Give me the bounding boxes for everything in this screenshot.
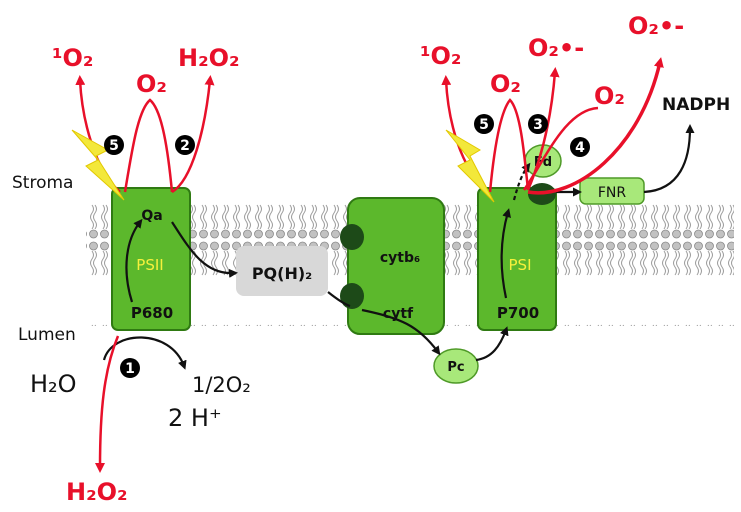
svg-text:5: 5 [479,117,489,133]
lightning-bolt-psi-icon [445,129,495,203]
loop-o2-right [488,98,530,193]
lumen-label: Lumen [18,325,76,345]
svg-text:2: 2 [180,138,190,154]
arrow-qa-pq [171,221,238,278]
marker-5-psii: 5 [104,135,124,155]
pq-box [236,246,328,296]
psii-complex [111,187,191,331]
cytb6-heme [340,224,364,250]
marker-4: 4 [570,137,590,157]
qa-label: Qa [141,208,162,224]
svg-text:1: 1 [125,361,135,377]
nadph-label: NADPH [662,95,730,115]
marker-2: 2 [175,135,195,155]
o2-psi-label: O₂ [594,82,625,110]
marker-1: 1 [120,358,140,378]
cytf-heme [340,283,364,309]
svg-text:3: 3 [533,117,543,133]
arrow-cyt-pc [361,308,441,356]
svg-text:4: 4 [575,140,585,156]
arrow-superoxide-2 [527,57,664,195]
singlet-o2-left-label: ¹O₂ [52,44,93,72]
cytochrome-complex [347,197,445,335]
arrow-p700-fa [500,208,511,299]
half-o2-label: 1/2O₂ [192,373,251,397]
marker-5-psi: 5 [474,114,494,134]
arrow-h2o2-lumen [95,335,120,473]
o2-left-label: O₂ [136,70,167,98]
svg-text:5: 5 [109,138,119,154]
stroma-label: Stroma [12,173,73,193]
o2-right-label: O₂ [490,70,521,98]
arrow-h2o2-left [171,75,215,194]
superoxide-2-label: O₂•- [628,12,684,40]
arrow-p680-qa [125,218,143,303]
psii-label: PSII [136,256,163,274]
arrow-water-oxidation [102,336,187,370]
arrow-fa-fd [512,162,531,201]
pq-label: PQ(H)₂ [252,264,312,283]
pc-ellipse [433,348,479,384]
arrow-pq-cyt [327,291,351,308]
fnr-label: FNR [598,185,627,201]
protons-label: 2 H⁺ [168,404,222,432]
h2o2-left-label: H₂O₂ [178,44,240,72]
pc-label: Pc [447,360,464,375]
water-label: H₂O [30,370,77,398]
cytb6-label: cytb₆ [380,250,420,266]
arrow-pc-p700 [475,326,509,362]
loop-o2-left [123,98,174,193]
loop-o2-psi [522,106,599,191]
singlet-o2-right-label: ¹O₂ [420,42,461,70]
psi-label: PSI [509,256,532,274]
p680-label: P680 [131,304,173,322]
superoxide-1-label: O₂•- [528,34,584,62]
arrow-fnr-nadph [643,124,695,194]
psi-complex [477,187,557,331]
p700-label: P700 [497,304,539,322]
h2o2-bottom-label: H₂O₂ [66,478,128,506]
marker-3: 3 [528,114,548,134]
